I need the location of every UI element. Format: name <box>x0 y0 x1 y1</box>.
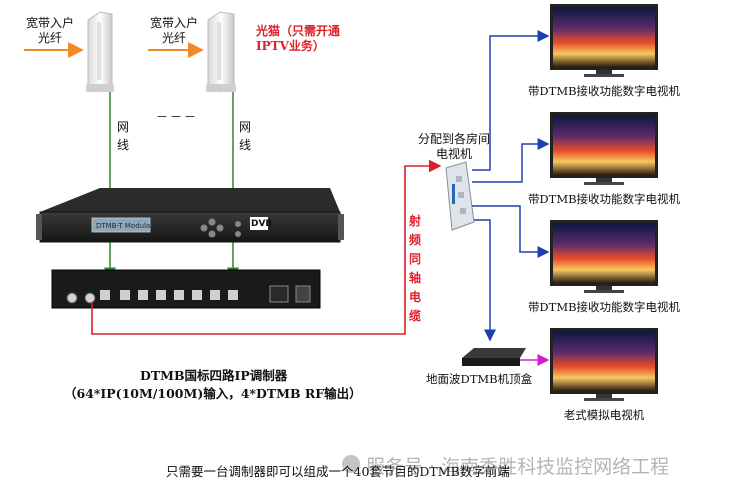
network-cable-label-2: 网线 <box>238 120 251 152</box>
device-title: DTMB国标四路IP调制器 <box>140 368 288 383</box>
device-spec: （64*IP(10M/100M)输入，4*DTMB RF输出） <box>64 386 362 401</box>
tv-2 <box>550 112 658 185</box>
tv-label-2: 带DTMB接收功能数字电视机 <box>527 192 681 206</box>
caption: 只需要一台调制器即可以组成一个40套节目的DTMB数字前端 <box>166 464 510 479</box>
router-2 <box>206 11 236 93</box>
tv-1 <box>550 4 658 77</box>
distribution-line-2 <box>472 138 550 183</box>
router-1 <box>86 11 114 93</box>
modulator-front-text: DTMB-T Modulator <box>96 222 161 230</box>
distribution-line-4 <box>474 219 496 342</box>
optical-modem-note: 光猫（只需开通IPTV业务） <box>256 24 341 53</box>
tv-label-4: 老式模拟电视机 <box>563 408 645 422</box>
modulator-rear-panel <box>51 269 321 309</box>
modulator-front-panel <box>36 188 344 243</box>
splitter <box>445 161 475 231</box>
distribution-line-3 <box>472 205 550 258</box>
rf-coax-label: 射频同轴电缆 <box>408 214 421 323</box>
watermark-text: 服务号 · 海南秀胜科技监控网络工程 <box>366 456 670 478</box>
network-cable-label-1: 网线 <box>116 120 129 152</box>
distribution-line-1 <box>472 30 550 171</box>
watermark-icon <box>342 455 360 473</box>
dvb-logo: DVB <box>251 219 273 229</box>
tv-3 <box>550 220 658 293</box>
ellipsis-dashes: －－－ <box>156 110 199 124</box>
fiber-label-2: 宽带入户光纤 <box>149 16 198 45</box>
splitter-label: 分配到各房间电视机 <box>417 132 490 161</box>
stb-label: 地面波DTMB机顶盒 <box>426 372 533 386</box>
fiber-label-1: 宽带入户光纤 <box>25 16 74 45</box>
set-top-box <box>462 348 526 366</box>
tv-label-1: 带DTMB接收功能数字电视机 <box>527 84 681 98</box>
tv-label-3: 带DTMB接收功能数字电视机 <box>527 300 681 314</box>
tv-4 <box>550 328 658 401</box>
rf-cable-line <box>91 159 442 335</box>
